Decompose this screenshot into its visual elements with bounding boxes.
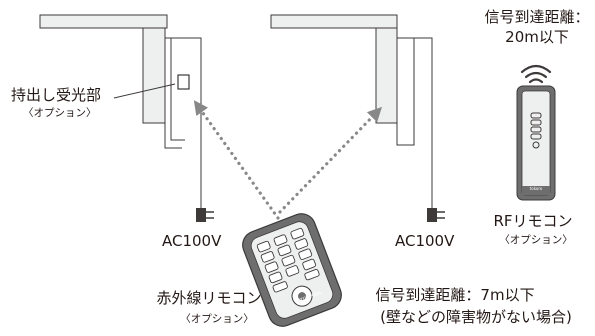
- right-blind-unit: [270, 14, 445, 222]
- ir-remote-option: 〈オプション〉: [180, 313, 254, 325]
- right-power-label: AC100V: [395, 232, 455, 250]
- right-headrail: [270, 14, 398, 29]
- right-plug-icon: [427, 208, 445, 222]
- left-headrail: [39, 14, 168, 29]
- left-bracket: [142, 27, 166, 124]
- left-plug-icon: [196, 208, 214, 222]
- rf-remote-brand: tokoro: [529, 186, 543, 191]
- ir-range-label-line2: (壁などの障害物がない場合): [380, 308, 572, 326]
- rf-range-label-line2: 20m以下: [505, 28, 569, 46]
- right-cable: [397, 37, 433, 210]
- ir-remote-name: 赤外線リモコン: [156, 289, 262, 307]
- rf-remote: [516, 64, 556, 201]
- rf-remote-name: RFリモコン: [493, 212, 573, 230]
- rf-remote-buttons: [530, 112, 542, 149]
- left-cable: [165, 37, 202, 210]
- wireless-signal-icon: [520, 64, 552, 84]
- ir-signal-arrow-right: [278, 106, 383, 214]
- ir-signal-arrow-left: [193, 100, 280, 220]
- ir-remote-keypad: [256, 227, 320, 293]
- receiver-option-label: 〈オプション〉: [23, 107, 97, 119]
- ir-range-label-line1: 信号到達距離：7m以下: [375, 286, 535, 304]
- ir-remote: [242, 213, 342, 327]
- left-receiver-box: [177, 74, 190, 90]
- receiver-label: 持出し受光部: [11, 86, 102, 104]
- rf-remote-option: 〈オプション〉: [499, 234, 573, 246]
- left-power-label: AC100V: [162, 232, 222, 250]
- rf-range-label-line1: 信号到達距離：: [484, 8, 590, 26]
- right-bracket: [375, 27, 398, 124]
- left-blind-unit: [39, 14, 214, 222]
